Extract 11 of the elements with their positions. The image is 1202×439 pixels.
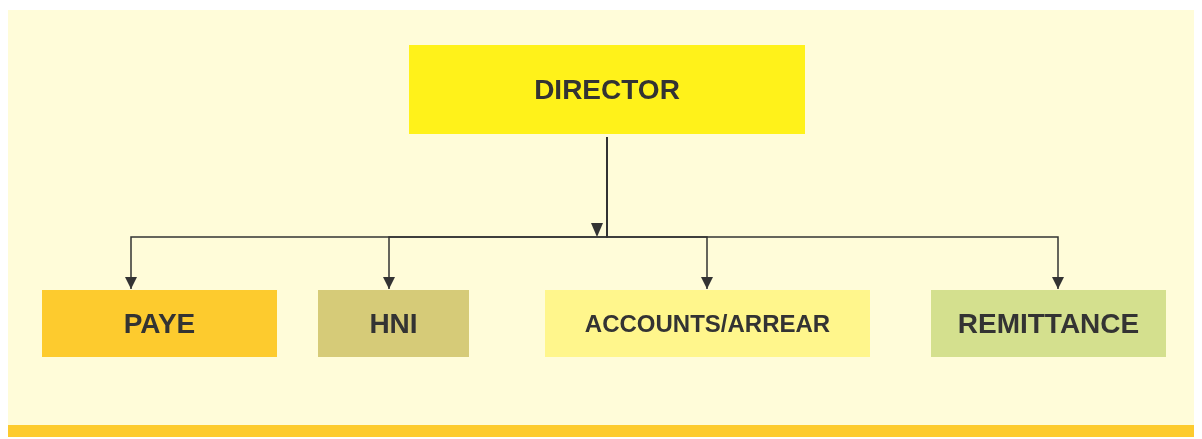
org-box	[931, 290, 1166, 357]
connector-arrow	[606, 136, 1064, 290]
org-box	[42, 290, 277, 357]
box-label: ACCOUNTS/ARREAR	[584, 309, 831, 338]
box-label: REMITTANCE	[957, 307, 1140, 340]
box-label: HNI	[369, 307, 418, 340]
box-label: PAYE	[123, 307, 196, 340]
org-box	[545, 290, 870, 357]
org-box	[318, 290, 469, 357]
box-label: DIRECTOR	[534, 73, 680, 106]
org-box	[409, 45, 805, 134]
